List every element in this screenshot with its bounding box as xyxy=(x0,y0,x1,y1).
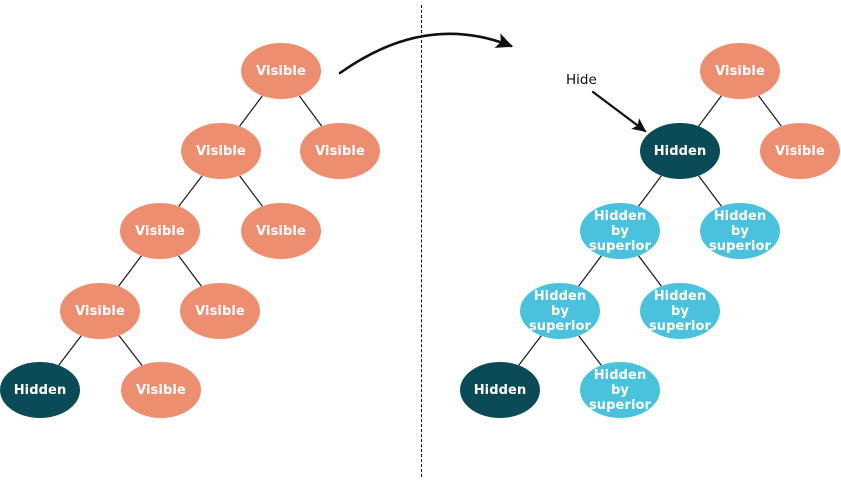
tree-node-label: Hidden by superior xyxy=(648,288,712,334)
tree-node-visible[interactable]: Visible xyxy=(760,123,840,179)
tree-node-hidden-by-superior[interactable]: Hidden by superior xyxy=(700,203,780,259)
transition-arrow-icon xyxy=(338,32,513,75)
tree-node-label: Hidden by superior xyxy=(588,367,652,413)
tree-node-visible[interactable]: Visible xyxy=(300,123,380,179)
tree-edge xyxy=(239,95,263,127)
tree-node-visible[interactable]: Visible xyxy=(121,362,201,418)
tree-node-visible[interactable]: Visible xyxy=(181,123,261,179)
tree-node-hidden-by-superior[interactable]: Hidden by superior xyxy=(640,283,720,339)
tree-edge xyxy=(578,335,602,366)
tree-edge xyxy=(758,95,782,127)
tree-edge xyxy=(118,335,143,366)
tree-node-label: Hidden xyxy=(653,143,707,159)
tree-node-visible[interactable]: Visible xyxy=(180,283,260,339)
tree-node-label: Visible xyxy=(75,303,125,319)
tree-node-label: Hidden by superior xyxy=(528,288,592,334)
tree-edge xyxy=(239,175,263,207)
tree-edge xyxy=(178,175,203,207)
tree-edge xyxy=(698,95,722,127)
tree-node-label: Hidden by superior xyxy=(708,208,772,254)
tree-edge xyxy=(58,335,82,366)
tree-edge xyxy=(638,255,662,287)
tree-node-visible[interactable]: Visible xyxy=(60,283,140,339)
tree-node-label: Visible xyxy=(256,63,306,79)
tree-node-label: Visible xyxy=(715,63,765,79)
tree-node-hidden-by-superior[interactable]: Hidden by superior xyxy=(580,362,660,418)
tree-edge xyxy=(118,255,142,287)
tree-node-label: Visible xyxy=(135,223,185,239)
tree-node-label: Hidden xyxy=(13,382,67,398)
tree-node-label: Visible xyxy=(256,223,306,239)
tree-node-hidden[interactable]: Hidden xyxy=(640,123,720,179)
hide-annotation-label: Hide xyxy=(566,72,597,88)
tree-node-label: Hidden by superior xyxy=(588,208,652,254)
tree-node-label: Visible xyxy=(196,143,246,159)
tree-node-visible[interactable]: Visible xyxy=(700,43,780,99)
tree-node-visible[interactable]: Visible xyxy=(241,203,321,259)
tree-node-label: Visible xyxy=(195,303,245,319)
tree-node-visible[interactable]: Visible xyxy=(241,43,321,99)
tree-node-label: Hidden xyxy=(473,382,527,398)
hide-arrow-icon xyxy=(591,90,647,133)
tree-edge xyxy=(578,255,602,287)
tree-edge xyxy=(298,95,323,127)
tree-node-label: Visible xyxy=(315,143,365,159)
tree-edge xyxy=(518,335,542,366)
tree-node-hidden-by-superior[interactable]: Hidden by superior xyxy=(580,203,660,259)
tree-edge xyxy=(178,255,202,287)
tree-node-label: Visible xyxy=(136,382,186,398)
tree-node-visible[interactable]: Visible xyxy=(120,203,200,259)
tree-node-hidden[interactable]: Hidden xyxy=(460,362,540,418)
divider-line xyxy=(421,5,422,477)
tree-node-hidden-by-superior[interactable]: Hidden by superior xyxy=(520,283,600,339)
tree-edge xyxy=(638,175,662,207)
tree-node-hidden[interactable]: Hidden xyxy=(0,362,80,418)
annotation-arrows xyxy=(338,32,647,133)
tree-node-label: Visible xyxy=(775,143,825,159)
tree-edge xyxy=(698,175,722,207)
